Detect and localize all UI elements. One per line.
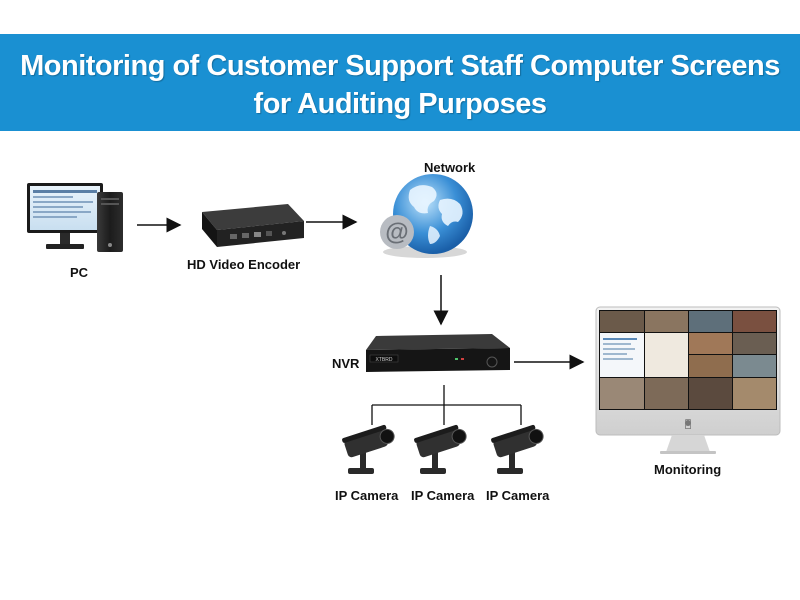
bullet-camera-icon — [491, 424, 544, 474]
desktop-pc-icon — [27, 183, 123, 252]
monitor-icon:  — [595, 306, 781, 454]
monitoring-label: Monitoring — [654, 462, 722, 477]
svg-text:@: @ — [385, 219, 408, 246]
title-banner — [0, 34, 800, 131]
title-line-2: for Auditing Purposes — [253, 88, 547, 120]
camera-3-label: IP Camera — [486, 488, 550, 503]
nvr-recorder-icon: XTBRD — [366, 334, 510, 372]
video-encoder-icon — [202, 204, 304, 247]
title-line-1: Monitoring of Customer Support Staff Com… — [20, 50, 780, 82]
encoder-label: HD Video Encoder — [187, 257, 301, 272]
bullet-camera-icon — [414, 424, 467, 474]
bullet-camera-icon — [342, 424, 395, 474]
camera-connectors — [371, 385, 522, 425]
globe-at-icon: @ — [380, 174, 473, 258]
camera-2-label: IP Camera — [411, 488, 475, 503]
camera-1-label: IP Camera — [335, 488, 399, 503]
nvr-label: NVR — [332, 356, 360, 371]
pc-label: PC — [70, 265, 89, 280]
network-label: Network — [424, 160, 476, 175]
svg-text:XTBRD: XTBRD — [376, 357, 393, 363]
